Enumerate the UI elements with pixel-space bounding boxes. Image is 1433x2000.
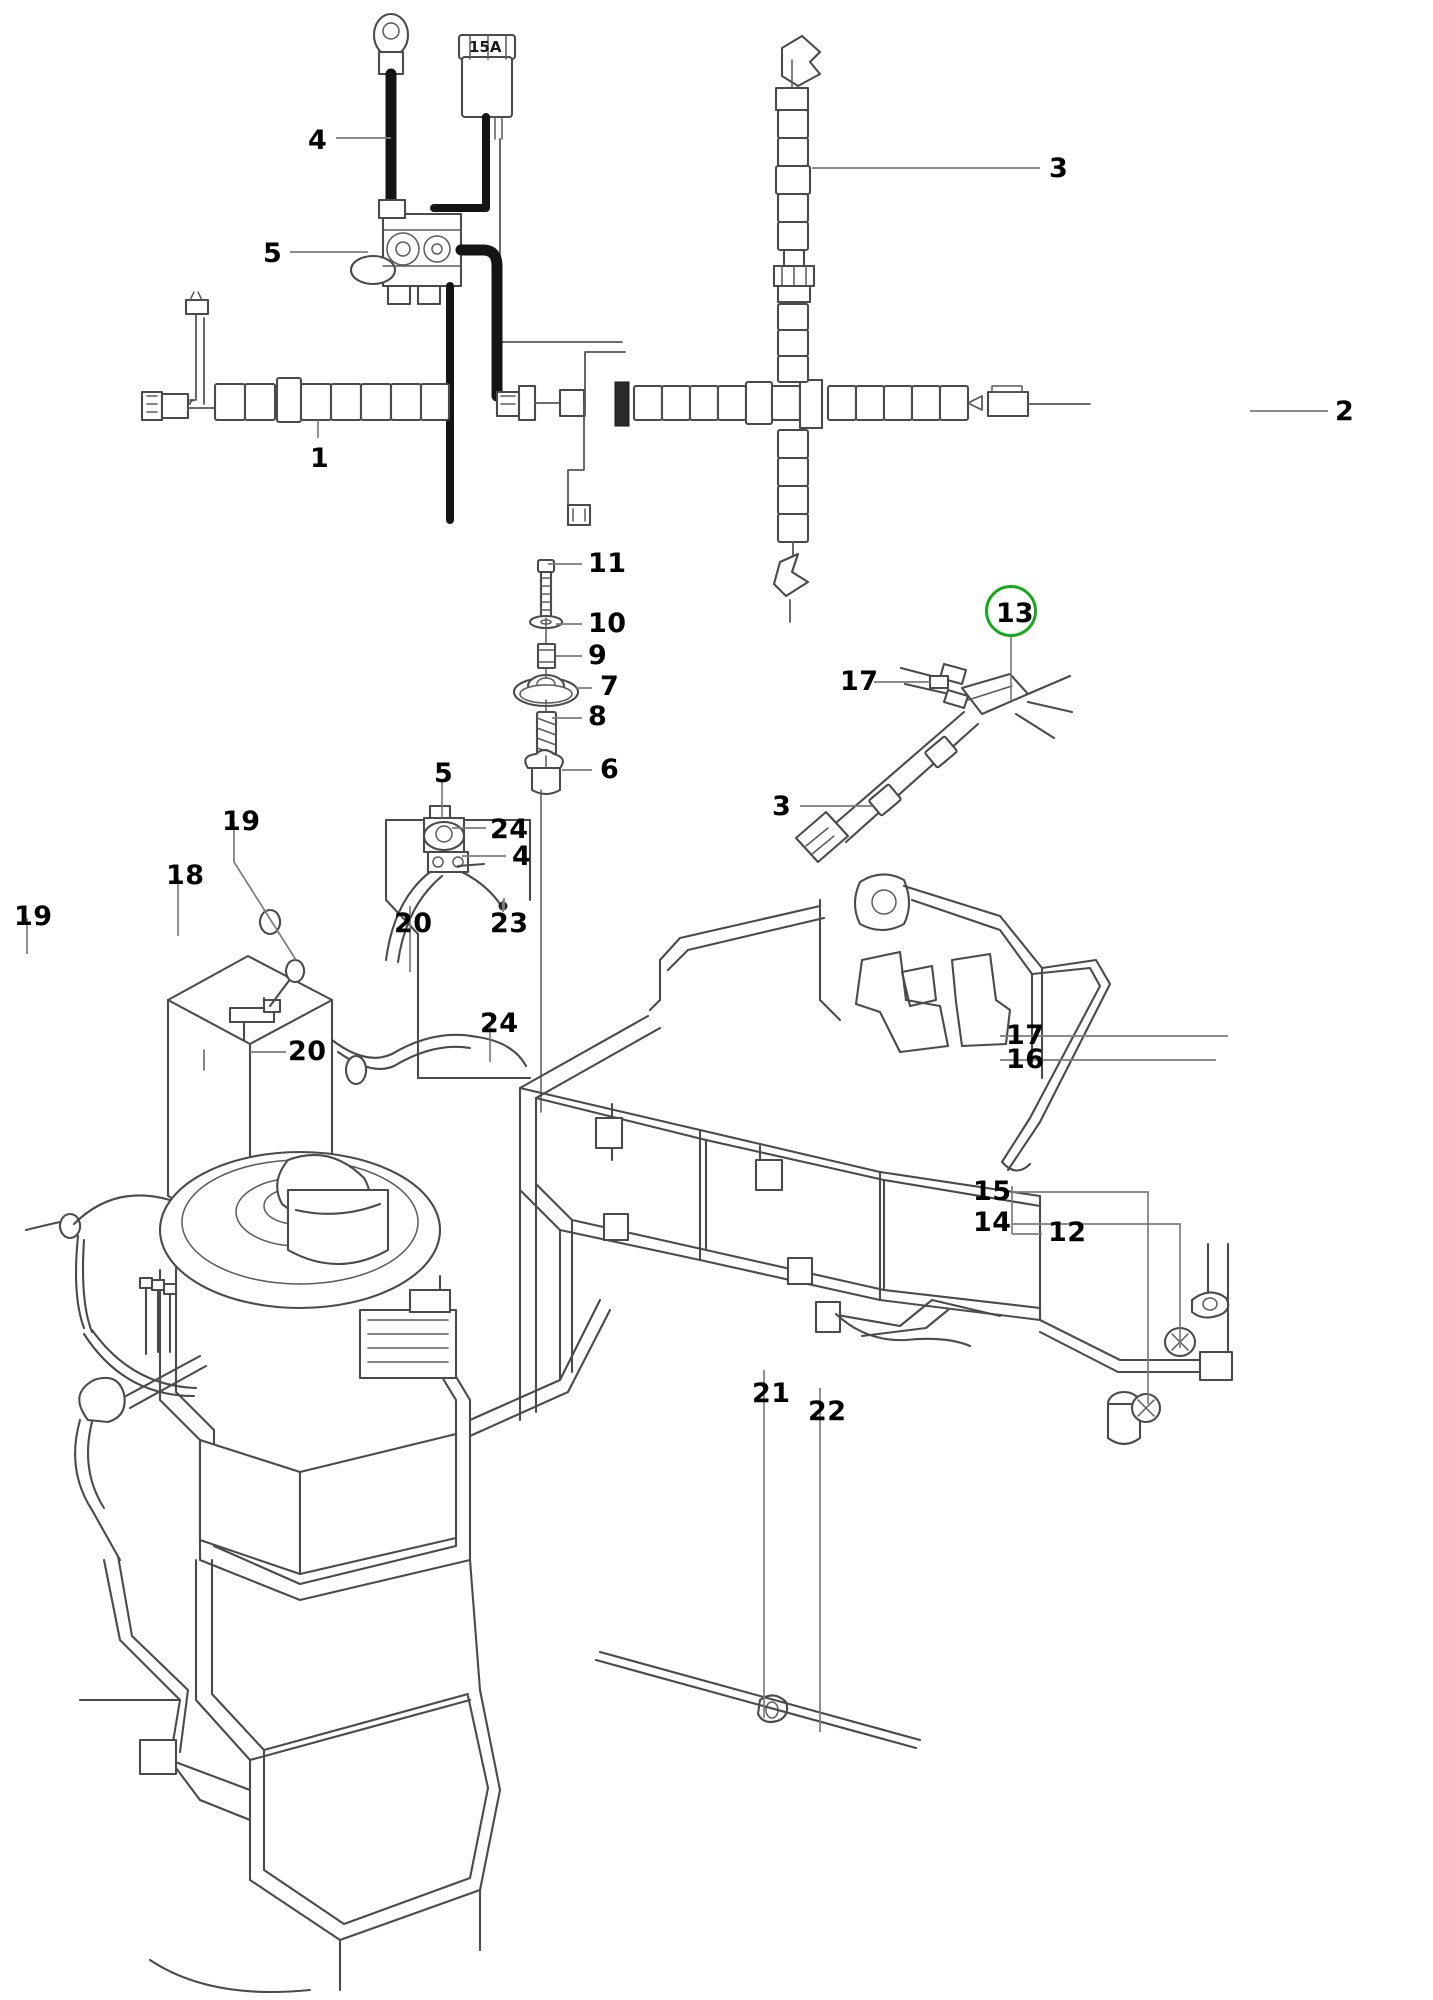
callout-17-frame-clamp: 17 [1006,1020,1045,1051]
callout-13-ignition-switch: 13 [996,598,1034,629]
callout-16-frame-clamp: 16 [1006,1044,1045,1075]
callout-5-solenoid: 5 [434,758,454,789]
callout-3-upper-harness: 3 [1049,153,1069,184]
callout-12-group: 12 [1048,1217,1087,1248]
fastener-stack [512,558,580,1113]
vert-sleeve [774,108,812,252]
callout-23-screw: 23 [490,908,529,939]
callout-3-switch-harness: 3 [772,791,792,822]
callout-20-cable-b: 20 [288,1036,327,1067]
callout-20-cable-a: 20 [394,908,433,939]
callout-1-main-harness: 1 [310,443,330,474]
fuse-rating-label: 15A [469,38,502,56]
callout-11-bolt: 11 [588,548,627,579]
harness-sleeve-left [213,376,451,424]
callout-8-spring: 8 [588,701,608,732]
callout-24-solenoid-a: 24 [490,814,529,845]
callout-15-isolator: 15 [973,1176,1012,1207]
callout-4-upper-cable: 4 [308,125,328,156]
harness-sleeve-right [632,380,802,426]
callout-21-clamp: 21 [752,1378,791,1409]
highlight-ring-item-13 [985,585,1037,637]
callout-24-frame: 24 [480,1008,519,1039]
callout-6-grommet: 6 [600,754,620,785]
solenoid-subassembly [384,804,532,1080]
vert-sleeve2 [776,302,810,384]
switch-assembly-13 [794,662,1074,864]
callout-19-battery-bolt-b: 19 [14,901,53,932]
vertical-harness-3 [772,34,822,623]
callout-9-spacer: 9 [588,640,608,671]
callout-18-battery: 18 [166,860,205,891]
callout-17-switch-lead: 17 [840,666,879,697]
callout-4-solenoid-cable: 4 [512,841,532,872]
main-harness [140,291,1091,527]
vert-sleeve3 [776,428,810,544]
callout-10-washer: 10 [588,608,627,639]
callout-14-isolator: 14 [973,1207,1012,1238]
callout-5-upper-solenoid: 5 [263,238,283,269]
leader-lines [26,137,1328,1732]
callout-2-harness-end: 2 [1335,396,1355,427]
callout-7-mount: 7 [600,671,620,702]
callout-19-battery-bolt-a: 19 [222,806,261,837]
callout-22-cable: 22 [808,1396,847,1427]
upper-cable-assembly [349,12,623,524]
engine [74,1150,502,1994]
harness-sleeve-right2 [826,384,970,422]
